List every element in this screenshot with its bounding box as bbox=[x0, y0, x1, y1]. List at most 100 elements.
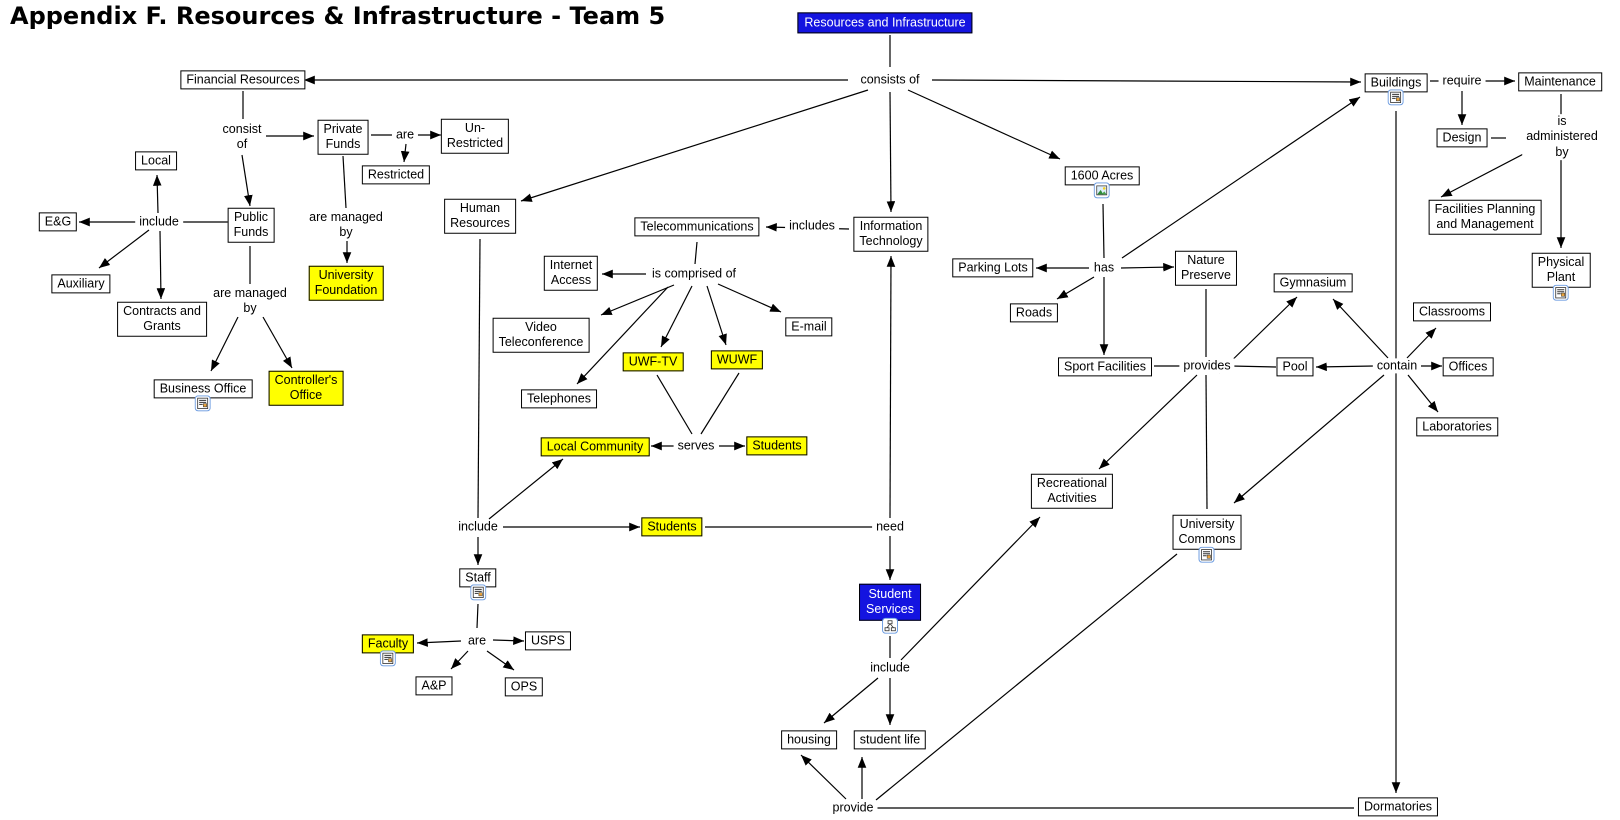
node-student-services[interactable]: Student Services bbox=[859, 583, 921, 634]
document-icon[interactable] bbox=[1199, 546, 1215, 563]
phrase-include-funds[interactable]: include bbox=[135, 214, 183, 230]
node-student-life[interactable]: student life bbox=[853, 730, 927, 750]
connector-line bbox=[576, 286, 669, 385]
node-un-restricted[interactable]: Un- Restricted bbox=[440, 118, 510, 154]
node-email[interactable]: E-mail bbox=[785, 317, 833, 337]
phrase-consists-of[interactable]: consists of bbox=[856, 72, 924, 88]
connector-line bbox=[486, 650, 515, 671]
phrase-include-hr[interactable]: include bbox=[454, 519, 502, 535]
node-wuwf[interactable]: WUWF bbox=[710, 350, 764, 370]
node-financial-resources[interactable]: Financial Resources bbox=[180, 70, 306, 90]
node-resources-infrastructure[interactable]: Resources and Infrastructure bbox=[797, 12, 973, 34]
node-facilities-planning[interactable]: Facilities Planning and Management bbox=[1428, 199, 1542, 235]
node-restricted[interactable]: Restricted bbox=[361, 165, 431, 185]
node-faculty[interactable]: Faculty bbox=[361, 634, 415, 667]
connector-line bbox=[476, 603, 479, 629]
concept-map-icon[interactable] bbox=[882, 617, 898, 634]
phrase-provides[interactable]: provides bbox=[1179, 358, 1235, 374]
node-recreational-activities[interactable]: Recreational Activities bbox=[1030, 473, 1114, 509]
phrase-provide[interactable]: provide bbox=[828, 800, 878, 816]
connector-line bbox=[656, 374, 693, 435]
node-ops[interactable]: OPS bbox=[504, 677, 544, 697]
node-controllers-office[interactable]: Controller's Office bbox=[268, 370, 344, 406]
node-information-technology[interactable]: Information Technology bbox=[853, 216, 929, 252]
node-students-served[interactable]: Students bbox=[746, 436, 808, 456]
phrase-need[interactable]: need bbox=[872, 519, 908, 535]
node-pool[interactable]: Pool bbox=[1276, 357, 1314, 377]
node-offices[interactable]: Offices bbox=[1442, 357, 1494, 377]
node-acres-1600[interactable]: 1600 Acres bbox=[1064, 166, 1140, 199]
node-telephones[interactable]: Telephones bbox=[521, 389, 597, 409]
phrase-include-services[interactable]: include bbox=[866, 660, 914, 676]
connector-line bbox=[1315, 362, 1375, 372]
phrase-are-private[interactable]: are bbox=[391, 127, 419, 143]
node-laboratories[interactable]: Laboratories bbox=[1416, 417, 1498, 437]
node-gymnasium[interactable]: Gymnasium bbox=[1273, 273, 1353, 293]
node-buildings[interactable]: Buildings bbox=[1364, 73, 1428, 106]
phrase-managed-by-private[interactable]: are managed by bbox=[305, 209, 387, 241]
node-staff[interactable]: Staff bbox=[459, 568, 497, 601]
connector-line bbox=[1098, 374, 1198, 470]
node-business-office[interactable]: Business Office bbox=[153, 379, 253, 412]
node-physical-plant[interactable]: Physical Plant bbox=[1531, 252, 1591, 301]
node-video-teleconference[interactable]: Video Teleconference bbox=[492, 317, 590, 353]
connector-line bbox=[800, 754, 847, 800]
node-maintenance[interactable]: Maintenance bbox=[1518, 72, 1602, 92]
connector-line bbox=[886, 255, 896, 519]
phrase-serves[interactable]: serves bbox=[673, 438, 719, 454]
connector-line bbox=[1230, 365, 1277, 368]
connector-line bbox=[907, 89, 1061, 160]
node-parking-lots[interactable]: Parking Lots bbox=[952, 258, 1034, 278]
image-icon[interactable] bbox=[1093, 182, 1110, 199]
node-design[interactable]: Design bbox=[1436, 128, 1488, 148]
node-private-funds[interactable]: Private Funds bbox=[317, 119, 369, 155]
connector-line bbox=[706, 285, 727, 346]
connector-line bbox=[886, 91, 896, 213]
node-classrooms[interactable]: Classrooms bbox=[1413, 302, 1491, 322]
document-icon[interactable] bbox=[195, 395, 211, 412]
document-icon[interactable] bbox=[1387, 89, 1404, 106]
connector-line bbox=[717, 283, 782, 313]
node-university-commons[interactable]: University Commons bbox=[1172, 514, 1242, 563]
node-uwf-tv[interactable]: UWF-TV bbox=[622, 352, 684, 372]
phrase-has[interactable]: has bbox=[1089, 260, 1119, 276]
connector-line bbox=[1121, 96, 1361, 259]
node-dormatories[interactable]: Dormatories bbox=[1357, 797, 1439, 817]
phrase-contain[interactable]: contain bbox=[1372, 358, 1422, 374]
node-usps[interactable]: USPS bbox=[524, 631, 572, 651]
node-local[interactable]: Local bbox=[135, 151, 177, 171]
connector-line bbox=[262, 316, 293, 369]
connector-line bbox=[210, 316, 239, 372]
phrase-managed-by-public[interactable]: are managed by bbox=[209, 285, 291, 317]
node-internet-access[interactable]: Internet Access bbox=[543, 255, 599, 291]
node-university-foundation[interactable]: University Foundation bbox=[308, 265, 384, 301]
node-contracts-grants[interactable]: Contracts and Grants bbox=[117, 301, 207, 337]
connector-line bbox=[492, 636, 525, 645]
phrase-is-comprised-of[interactable]: is comprised of bbox=[647, 266, 741, 282]
node-roads[interactable]: Roads bbox=[1009, 303, 1059, 323]
phrase-require[interactable]: require bbox=[1438, 73, 1486, 89]
connector-line bbox=[1120, 262, 1175, 272]
node-public-funds[interactable]: Public Funds bbox=[227, 207, 275, 243]
connector-line bbox=[416, 638, 462, 647]
node-housing[interactable]: housing bbox=[781, 730, 837, 750]
node-eg[interactable]: E&G bbox=[38, 212, 78, 232]
document-icon[interactable] bbox=[379, 650, 396, 667]
phrase-includes[interactable]: includes bbox=[785, 218, 839, 234]
node-auxiliary[interactable]: Auxiliary bbox=[51, 274, 111, 294]
phrase-are-staff[interactable]: are bbox=[463, 633, 491, 649]
connector-line bbox=[823, 677, 879, 724]
node-a-p[interactable]: A&P bbox=[415, 676, 453, 696]
node-sport-facilities[interactable]: Sport Facilities bbox=[1058, 357, 1152, 377]
phrase-is-administered-by[interactable]: is administered by bbox=[1522, 114, 1602, 160]
document-icon[interactable] bbox=[469, 584, 486, 601]
node-students-included[interactable]: Students bbox=[641, 517, 703, 537]
connector-line bbox=[1233, 374, 1385, 504]
document-icon[interactable] bbox=[1552, 284, 1569, 301]
node-local-community[interactable]: Local Community bbox=[540, 437, 650, 457]
phrase-consist-of[interactable]: consist of bbox=[218, 121, 266, 153]
node-nature-preserve[interactable]: Nature Preserve bbox=[1174, 250, 1238, 286]
node-human-resources[interactable]: Human Resources bbox=[444, 198, 516, 234]
node-telecommunications[interactable]: Telecommunications bbox=[634, 217, 760, 237]
